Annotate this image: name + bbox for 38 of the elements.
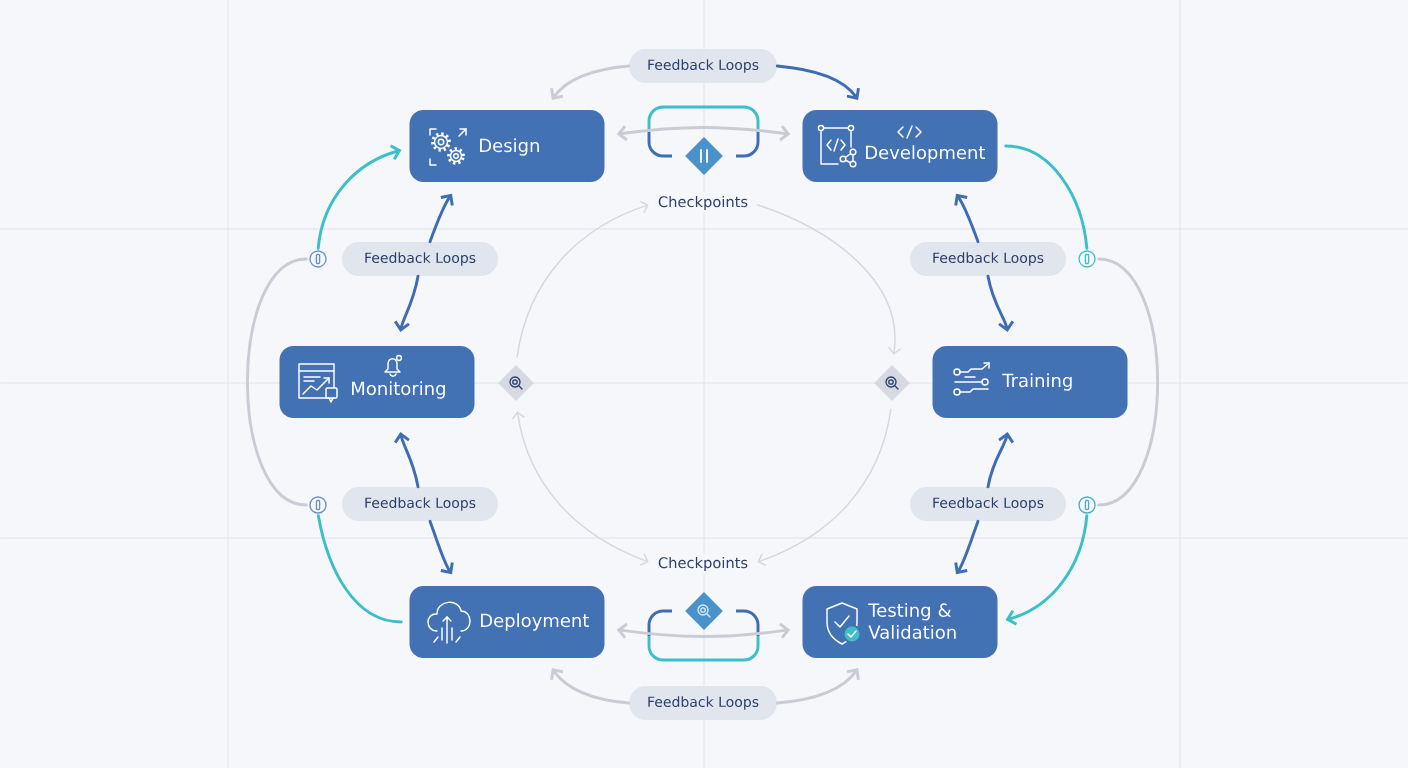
arrow: [954, 519, 980, 575]
arrow: [316, 144, 402, 250]
circle-icon: [309, 496, 327, 514]
connector-line: [1004, 144, 1089, 250]
arrow: [516, 200, 649, 358]
arrow: [393, 274, 420, 332]
arrow: [550, 668, 631, 705]
arrow: [550, 64, 631, 100]
arrow: [756, 204, 902, 355]
label-pill: Feedback Loops: [629, 49, 777, 83]
process-box: Deployment: [409, 586, 605, 658]
arrow: [775, 668, 860, 705]
process-box: Monitoring: [279, 346, 475, 418]
connector-line: [316, 514, 403, 624]
connector-line: [1097, 257, 1160, 507]
arrow: [954, 193, 980, 244]
circle-icon: [1078, 250, 1096, 268]
arrow: [986, 432, 1015, 489]
arrow: [428, 519, 454, 575]
label-pill: Feedback Loops: [910, 242, 1066, 276]
connector-line: [245, 257, 308, 507]
process-box: Testing & Validation: [802, 586, 998, 658]
arrow: [393, 432, 420, 489]
arrow: [986, 274, 1015, 332]
arrow: [616, 125, 791, 142]
arrow: [511, 411, 649, 566]
process-box: Development: [802, 110, 998, 182]
arrow: [616, 622, 791, 639]
circle-icon: [309, 250, 327, 268]
circle-icon: [1078, 496, 1096, 514]
arrow: [1005, 514, 1089, 626]
arrow: [428, 193, 454, 244]
label-pill: Feedback Loops: [342, 242, 498, 276]
process-box: Training: [932, 346, 1128, 418]
label-pill: Feedback Loops: [629, 686, 777, 720]
process-box: Design: [409, 110, 605, 182]
arrow: [757, 408, 892, 567]
arrow: [775, 64, 860, 100]
